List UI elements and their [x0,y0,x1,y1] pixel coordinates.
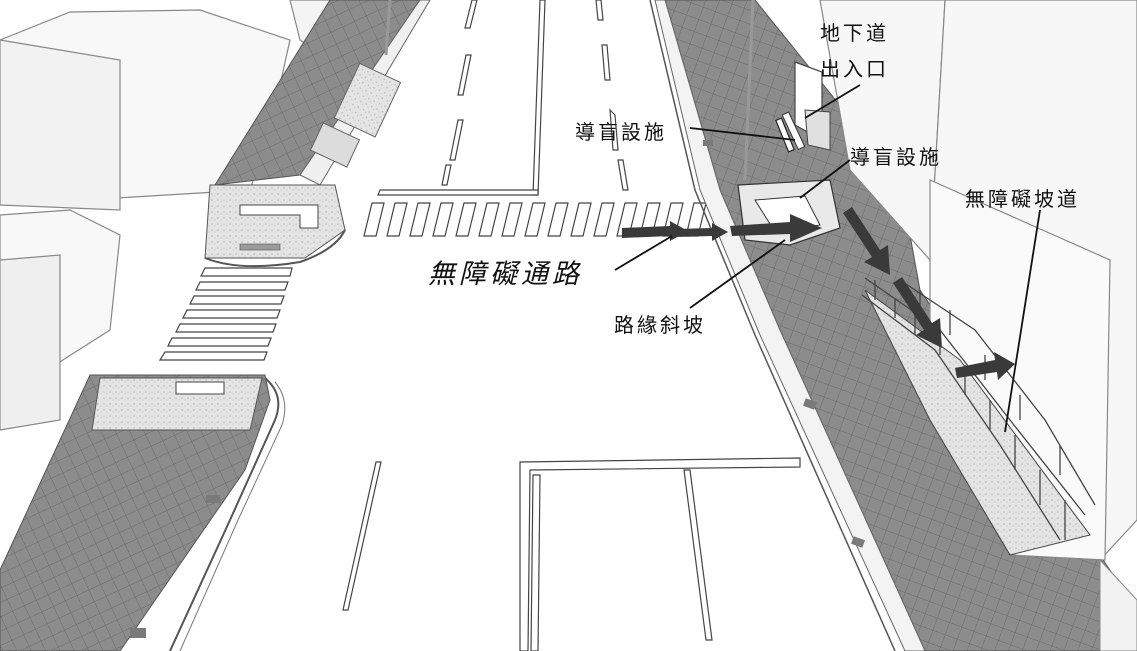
label-curb-ramp: 路緣斜坡 [614,313,706,337]
label-tactile-left: 導盲設施 [575,120,667,144]
crosswalk-horizontal [363,202,707,237]
tactile-strip [775,117,795,153]
label-accessible-route: 無障礙通路 [428,259,583,290]
left-upper-sidewalk [204,0,431,268]
leader-lines [614,84,1041,433]
crosswalk-vertical [158,267,293,361]
label-underpass-line1: 地下道 [820,21,889,45]
label-underpass-line2: 出入口 [820,57,889,81]
left-lower-sidewalk [0,374,286,651]
underpass-entrance [384,0,831,181]
lane-markings [342,0,801,651]
label-accessible-ramp: 無障礙坡道 [965,187,1080,211]
label-tactile-right: 導盲設施 [850,145,942,169]
